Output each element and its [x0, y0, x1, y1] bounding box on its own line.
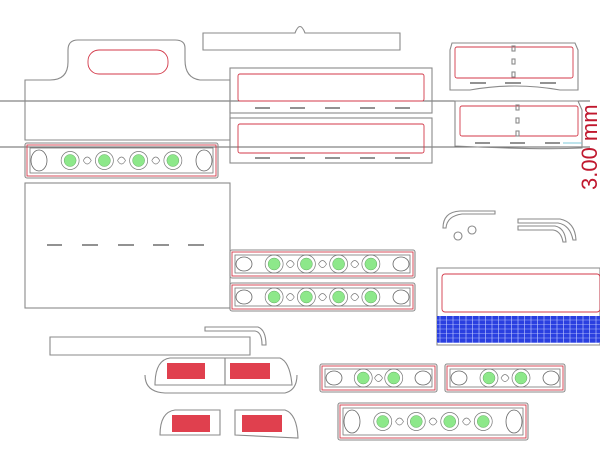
medallion [364, 290, 378, 304]
long-bar-piece[interactable] [49, 326, 267, 356]
scroll-motif [414, 370, 432, 386]
ornament-panel-bottom-1[interactable] [319, 363, 438, 393]
scroll-motif [542, 370, 560, 386]
scroll-motif [235, 256, 253, 272]
medallion [267, 290, 281, 304]
short-panel-1[interactable] [449, 42, 579, 91]
medallion [443, 415, 456, 428]
medallion [332, 257, 345, 271]
scroll-motif [392, 256, 410, 272]
long-panel-1[interactable] [229, 67, 433, 114]
scroll-motif [343, 409, 361, 434]
base-panel-raster[interactable] [436, 267, 600, 346]
ornament-band-top-left[interactable] [24, 142, 219, 179]
medallion [376, 415, 389, 428]
dimension-label: 3.00 mm [577, 104, 600, 190]
side-rail-pieces[interactable] [144, 357, 299, 439]
scroll-motif [505, 409, 523, 434]
medallion [410, 415, 423, 428]
medallion [300, 257, 313, 271]
scroll-motif [235, 289, 253, 305]
medallion [166, 154, 180, 167]
ornament-panel-bottom-3[interactable] [337, 402, 529, 441]
medallion [267, 257, 281, 271]
long-panel-2[interactable] [229, 117, 433, 164]
medallion [132, 154, 145, 167]
short-panel-2[interactable] [454, 100, 583, 150]
medallion [364, 257, 378, 271]
ornament-panel-middle-2[interactable] [229, 282, 416, 312]
medallion [300, 290, 313, 304]
ornament-panel-bottom-2[interactable] [444, 363, 566, 393]
box-end-handle-piece[interactable] [24, 39, 231, 141]
medallion [63, 154, 77, 167]
medallion [482, 371, 496, 385]
curved-rail-pieces[interactable] [442, 210, 577, 243]
top-bar-piece[interactable] [202, 25, 401, 51]
scroll-motif [195, 149, 213, 172]
medallion [332, 290, 345, 304]
medallion [514, 371, 528, 385]
scroll-motif [450, 370, 468, 386]
scroll-motif [392, 289, 410, 305]
medallion [357, 371, 370, 385]
scroll-motif [325, 370, 343, 386]
medallion [98, 154, 111, 167]
medallion [387, 371, 400, 385]
scroll-motif [30, 149, 48, 172]
medallion [477, 415, 490, 428]
side-panel-large[interactable] [24, 182, 231, 309]
ornament-panel-middle-1[interactable] [229, 249, 416, 279]
